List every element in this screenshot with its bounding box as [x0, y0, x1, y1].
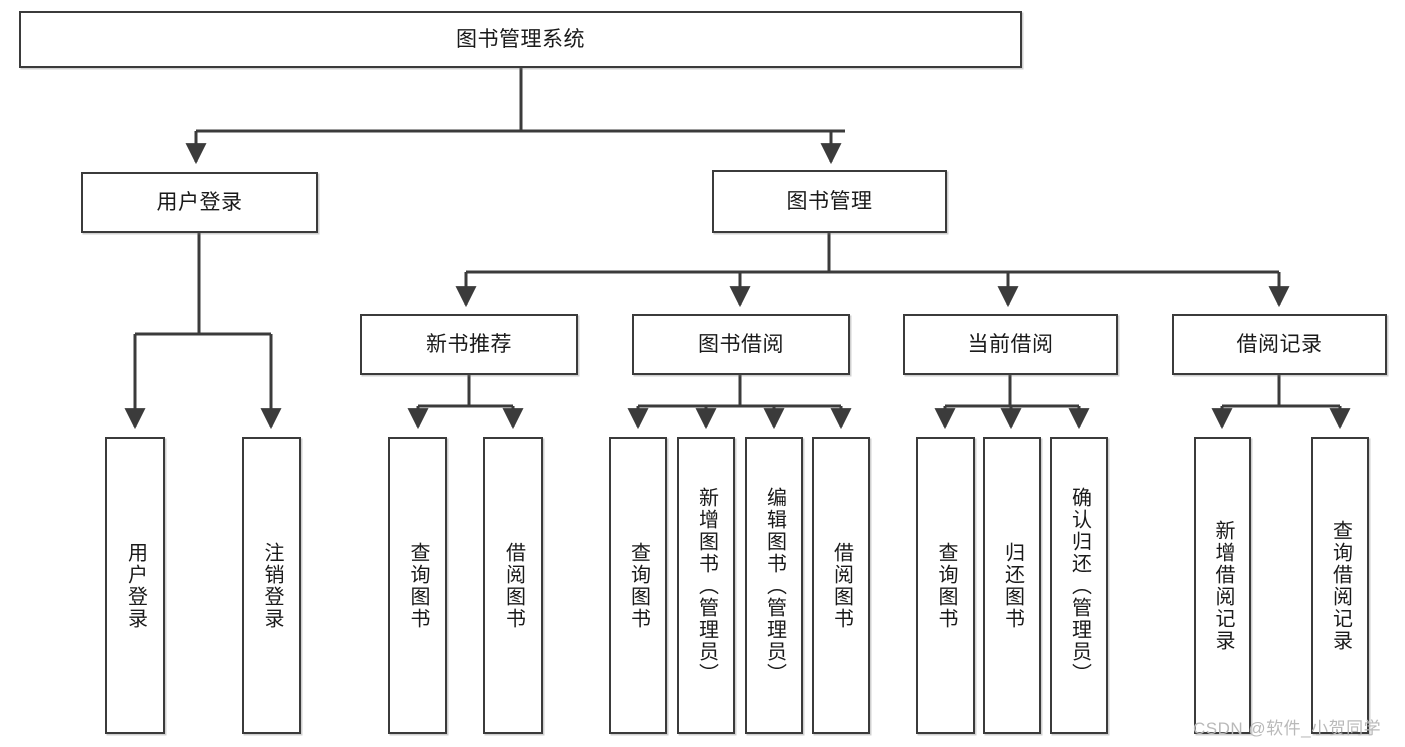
leaf-user-logout[interactable]: 注销登录: [242, 437, 301, 734]
node-borrow-record[interactable]: 借阅记录: [1172, 314, 1387, 375]
node-label: 图书借阅: [698, 332, 784, 356]
node-label: 图书管理: [786, 189, 873, 213]
csdn-watermark: CSDN @软件_小贺同学: [1193, 719, 1382, 738]
leaf-edit-book[interactable]: 编辑图书（管理员）: [745, 437, 803, 734]
leaf-borrow-book[interactable]: 借阅图书: [812, 437, 870, 734]
node-label: 借阅图书: [502, 541, 525, 630]
node-label: 用户登录: [156, 190, 243, 214]
node-label: 注销登录: [261, 541, 283, 630]
node-current-borrow[interactable]: 当前借阅: [903, 314, 1118, 375]
node-label: 查询借阅记录: [1329, 519, 1352, 652]
node-root-system[interactable]: 图书管理系统: [19, 11, 1022, 68]
leaf-query-book-recommend[interactable]: 查询图书: [388, 437, 447, 734]
leaf-query-book-borrow[interactable]: 查询图书: [609, 437, 667, 734]
node-book-borrow[interactable]: 图书借阅: [632, 314, 850, 375]
node-label: 借阅记录: [1236, 332, 1323, 356]
node-book-manage[interactable]: 图书管理: [712, 170, 947, 233]
leaf-query-borrow-record[interactable]: 查询借阅记录: [1311, 437, 1369, 734]
node-label: 新增借阅记录: [1212, 519, 1234, 652]
leaf-user-login[interactable]: 用户登录: [105, 437, 165, 734]
leaf-confirm-return[interactable]: 确认归还（管理员）: [1050, 437, 1108, 734]
node-label: 查询图书: [935, 541, 957, 630]
node-label: 用户登录: [124, 541, 147, 630]
node-new-book-recommend[interactable]: 新书推荐: [360, 314, 578, 375]
leaf-query-book-current[interactable]: 查询图书: [916, 437, 975, 734]
node-label: 借阅图书: [830, 541, 853, 630]
node-label: 图书管理系统: [456, 27, 585, 51]
node-label: 查询图书: [627, 541, 650, 630]
node-user-login[interactable]: 用户登录: [81, 172, 318, 233]
node-label: 当前借阅: [967, 332, 1054, 356]
leaf-return-book[interactable]: 归还图书: [983, 437, 1041, 734]
node-label: 新书推荐: [426, 332, 512, 356]
leaf-add-book[interactable]: 新增图书（管理员）: [677, 437, 735, 734]
node-label: 查询图书: [407, 541, 429, 630]
node-label: 归还图书: [1001, 541, 1024, 630]
node-label: 新增图书（管理员）: [695, 486, 718, 685]
node-label: 确认归还（管理员）: [1068, 486, 1091, 685]
leaf-add-borrow-record[interactable]: 新增借阅记录: [1194, 437, 1251, 734]
leaf-borrow-book-recommend[interactable]: 借阅图书: [483, 437, 543, 734]
node-label: 编辑图书（管理员）: [763, 486, 786, 685]
